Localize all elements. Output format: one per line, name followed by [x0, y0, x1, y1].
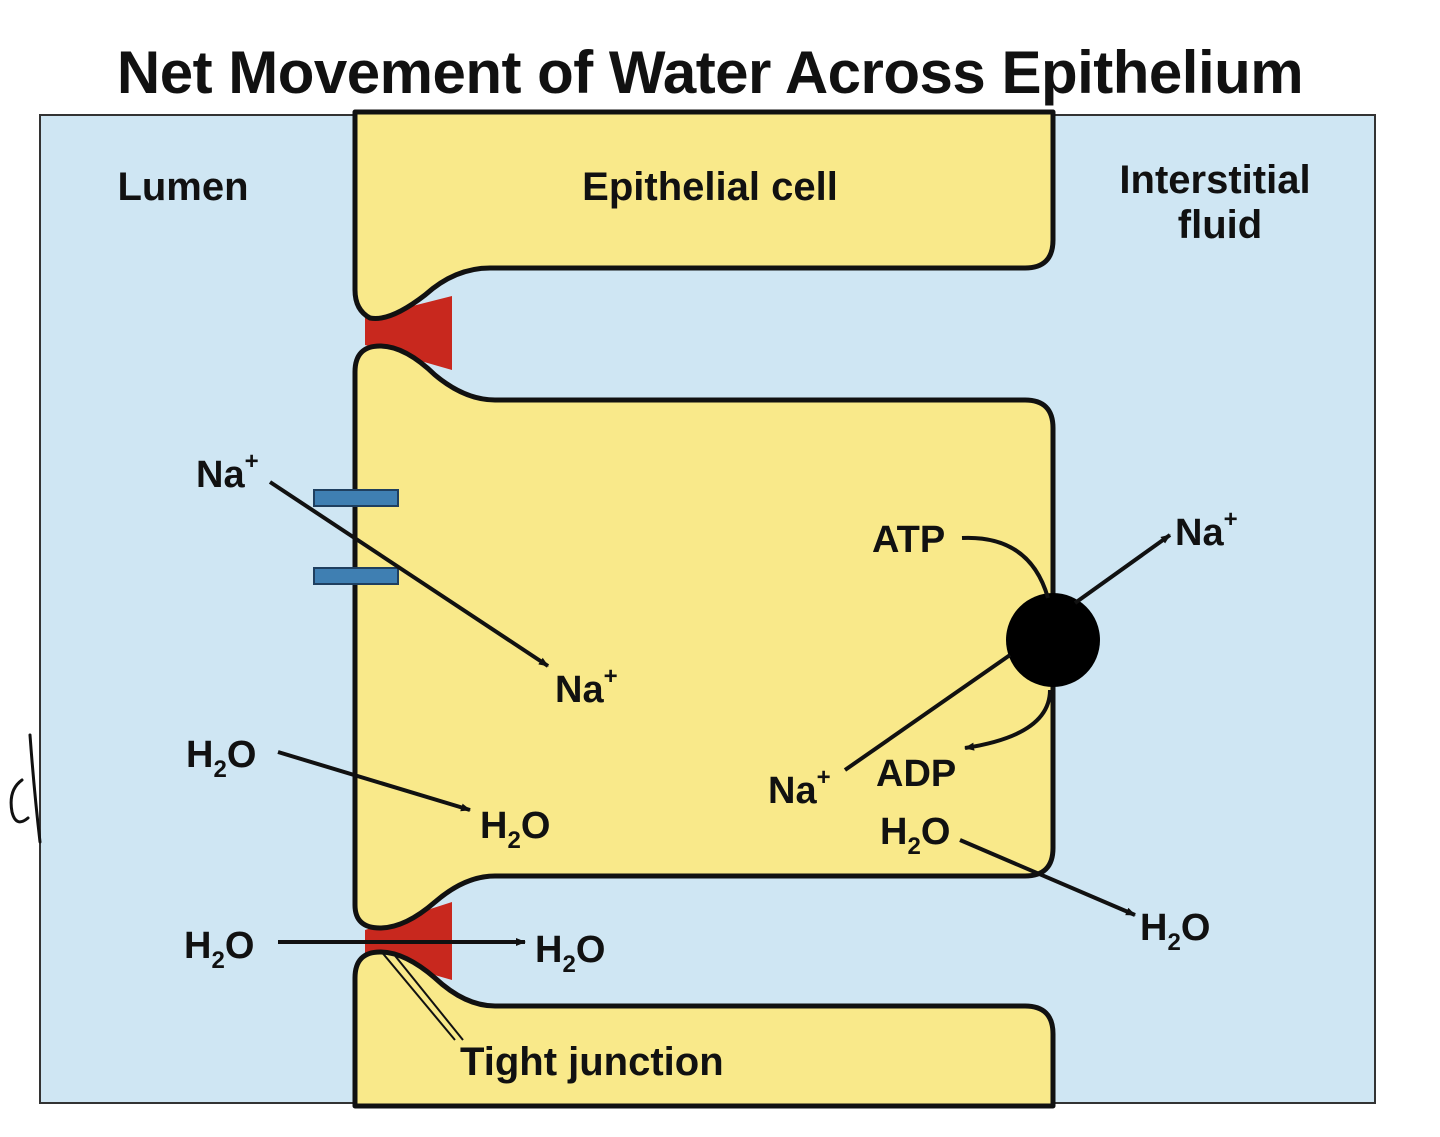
label-tight-junction: Tight junction: [460, 1040, 724, 1084]
label-epithelial-cell: Epithelial cell: [582, 165, 838, 209]
label-adp: ADP: [876, 753, 956, 795]
handwritten-mark: [11, 735, 40, 842]
na-channel-upper: [314, 490, 398, 506]
na-k-pump: [1006, 593, 1100, 687]
label-fluid: fluid: [1178, 203, 1262, 247]
label-lumen: Lumen: [117, 165, 248, 209]
label-interstitial: Interstitial: [1119, 158, 1310, 202]
label-atp: ATP: [872, 519, 945, 561]
na-channel-lower: [314, 568, 398, 584]
